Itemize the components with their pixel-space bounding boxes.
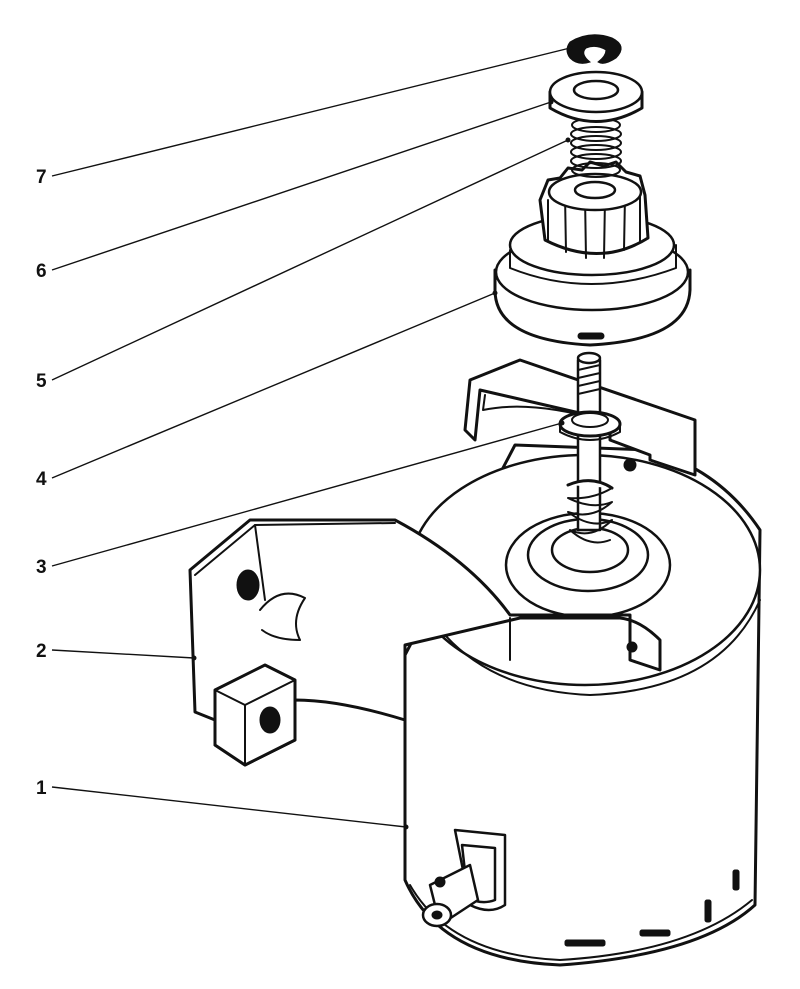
mounting-bracket [188, 358, 697, 767]
callout-2: 2 [36, 641, 47, 662]
callout-4: 4 [36, 469, 47, 490]
drive-shaft [566, 351, 614, 544]
callout-7: 7 [36, 167, 47, 188]
motor-housing [403, 443, 762, 967]
leader-line-2 [51, 649, 195, 659]
leader-line-7 [51, 47, 571, 177]
retaining-clip [566, 34, 622, 64]
spring-retainer [548, 70, 644, 123]
leader-line-4 [51, 292, 496, 479]
callout-5: 5 [36, 371, 47, 392]
callout-3: 3 [36, 557, 47, 578]
leader-line-1 [51, 786, 407, 828]
pinion-drive-gear [493, 160, 692, 347]
leader-line-5 [51, 139, 569, 381]
callout-1: 1 [36, 778, 47, 799]
callout-6: 6 [36, 261, 47, 282]
leader-line-3 [51, 422, 563, 567]
leader-line-6 [51, 101, 552, 271]
thrust-washer [558, 410, 622, 441]
